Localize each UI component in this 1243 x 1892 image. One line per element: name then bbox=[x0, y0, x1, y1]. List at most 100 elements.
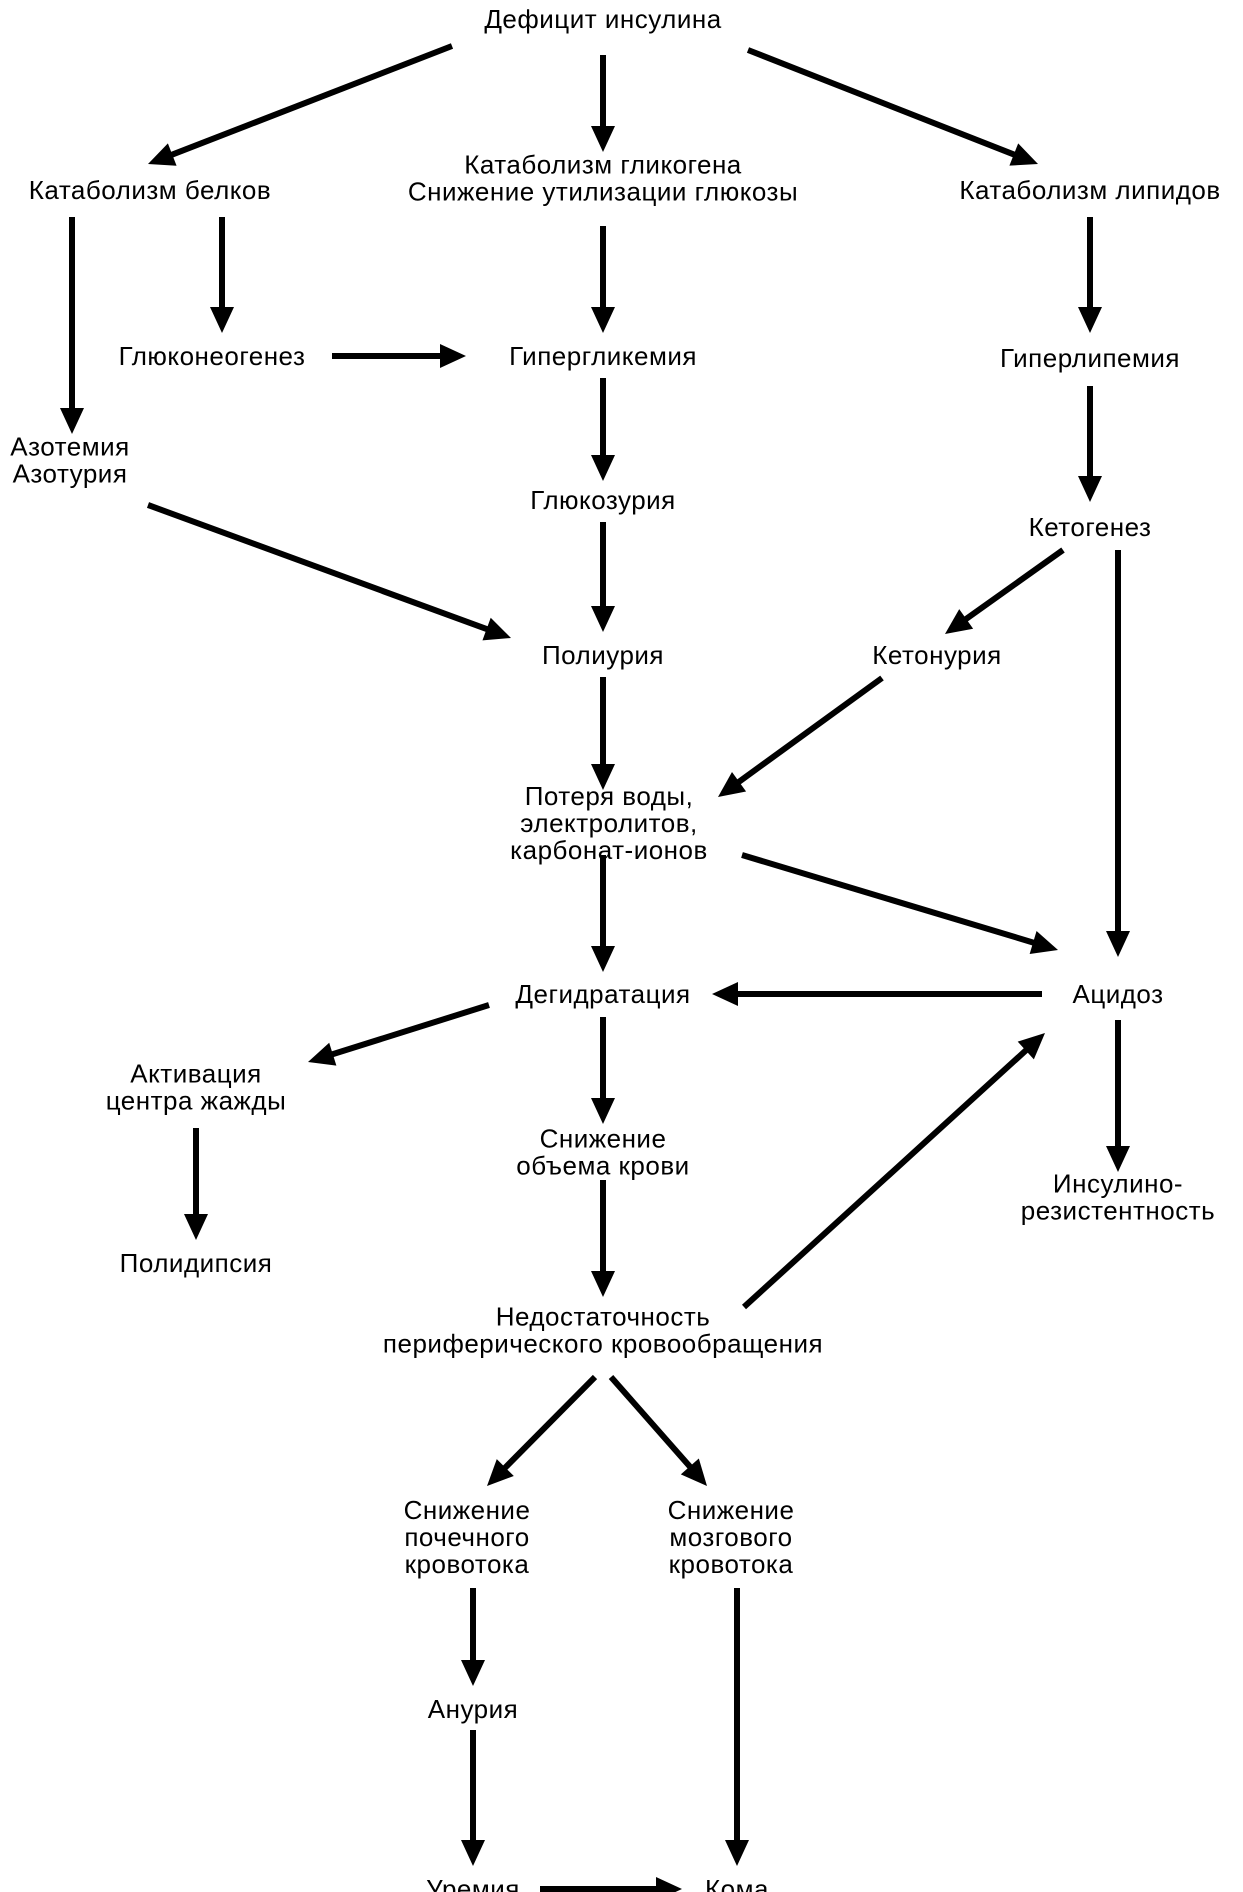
arrow-head-icon bbox=[461, 1840, 485, 1866]
arrow-head-icon bbox=[1078, 476, 1102, 502]
node-line: Кетонурия bbox=[872, 640, 1001, 670]
arrow-line bbox=[146, 502, 490, 633]
node-line: Дегидратация bbox=[515, 979, 690, 1009]
arrow-head-icon bbox=[1106, 931, 1130, 957]
node-anuria: Анурия bbox=[428, 1694, 518, 1724]
arrow-line bbox=[501, 1374, 598, 1472]
node-line: Кома bbox=[705, 1874, 769, 1892]
diagram-arrows bbox=[60, 43, 1130, 1892]
arrow-head-icon bbox=[945, 609, 974, 634]
arrow-head-icon bbox=[591, 606, 615, 632]
arrow-head-icon bbox=[591, 1271, 615, 1297]
node-line: карбонат-ионов bbox=[510, 835, 708, 865]
arrow-head-icon bbox=[148, 143, 177, 166]
node-line: электролитов, bbox=[520, 808, 698, 838]
arrow-line bbox=[608, 1375, 694, 1470]
node-coma: Кома bbox=[705, 1874, 769, 1892]
node-line: Полидипсия bbox=[120, 1248, 273, 1278]
node-hyperglycemia: Гипергликемия bbox=[509, 341, 697, 371]
node-line: Снижение bbox=[404, 1495, 531, 1525]
node-line: Дефицит инсулина bbox=[484, 4, 721, 34]
node-line: кровотока bbox=[669, 1549, 794, 1579]
arrow-head-icon bbox=[591, 307, 615, 333]
arrow-head-icon bbox=[591, 126, 615, 152]
node-ketonuria: Кетонурия bbox=[872, 640, 1001, 670]
arrow-line bbox=[741, 1046, 1030, 1310]
arrow-head-icon bbox=[1029, 931, 1058, 955]
node-line: почечного bbox=[404, 1522, 529, 1552]
arrow-head-icon bbox=[1009, 143, 1038, 166]
arrow-head-icon bbox=[591, 764, 615, 790]
node-dehydration: Дегидратация bbox=[515, 979, 690, 1009]
arrow-line bbox=[329, 1002, 490, 1058]
arrow-head-icon bbox=[1078, 307, 1102, 333]
arrow-line bbox=[962, 547, 1065, 623]
node-line: Глюкозурия bbox=[530, 485, 676, 515]
arrow-head-icon bbox=[591, 455, 615, 481]
node-line: Катаболизм липидов bbox=[959, 175, 1220, 205]
node-line: Глюконеогенез bbox=[119, 341, 306, 371]
node-line: объема крови bbox=[516, 1151, 689, 1181]
node-polydipsia: Полидипсия bbox=[120, 1248, 273, 1278]
node-line: Снижение утилизации глюкозы bbox=[408, 177, 798, 207]
node-line: мозгового bbox=[669, 1522, 792, 1552]
node-line: Анурия bbox=[428, 1694, 518, 1724]
node-water-loss: Потеря воды,электролитов,карбонат-ионов bbox=[510, 781, 708, 865]
arrow-line bbox=[735, 675, 884, 786]
node-line: Гипергликемия bbox=[509, 341, 697, 371]
arrow-head-icon bbox=[461, 1660, 485, 1686]
arrow-head-icon bbox=[712, 982, 738, 1006]
arrow-line bbox=[746, 47, 1017, 159]
node-polyuria: Полиурия bbox=[542, 640, 664, 670]
arrow-head-icon bbox=[718, 772, 747, 797]
node-line: Потеря воды, bbox=[525, 781, 694, 811]
node-line: Недостаточность bbox=[496, 1302, 711, 1332]
node-line: Катаболизм гликогена bbox=[464, 150, 742, 180]
node-line: Инсулино- bbox=[1053, 1169, 1183, 1199]
arrow-head-icon bbox=[482, 617, 511, 641]
node-line: центра жажды bbox=[106, 1086, 287, 1116]
node-line: Катаболизм белков bbox=[29, 175, 271, 205]
arrow-head-icon bbox=[656, 1877, 682, 1892]
node-line: Уремия bbox=[426, 1874, 520, 1892]
node-line: Азотурия bbox=[13, 459, 128, 489]
arrow-head-icon bbox=[487, 1459, 514, 1486]
arrow-head-icon bbox=[680, 1458, 707, 1486]
arrow-head-icon bbox=[60, 408, 84, 434]
arrow-head-icon bbox=[591, 946, 615, 972]
node-line: Азотемия bbox=[10, 432, 129, 462]
node-line: Активация bbox=[130, 1059, 261, 1089]
arrow-head-icon bbox=[210, 307, 234, 333]
node-line: Ацидоз bbox=[1072, 979, 1163, 1009]
arrow-head-icon bbox=[308, 1042, 337, 1066]
arrow-head-icon bbox=[440, 344, 466, 368]
node-line: периферического кровообращения bbox=[383, 1329, 823, 1359]
node-glucosuria: Глюкозурия bbox=[530, 485, 676, 515]
node-line: Гиперлипемия bbox=[1000, 343, 1180, 373]
arrow-line bbox=[169, 43, 454, 159]
node-line: Кетогенез bbox=[1029, 512, 1152, 542]
arrow-head-icon bbox=[725, 1840, 749, 1866]
node-line: Полиурия bbox=[542, 640, 664, 670]
node-hyperlipemia: Гиперлипемия bbox=[1000, 343, 1180, 373]
arrow-head-icon bbox=[591, 1098, 615, 1124]
arrow-head-icon bbox=[1106, 1146, 1130, 1172]
node-uremia: Уремия bbox=[426, 1874, 520, 1892]
node-gluconeogenesis: Глюконеогенез bbox=[119, 341, 306, 371]
node-line: Снижение bbox=[668, 1495, 795, 1525]
node-insulin-deficit: Дефицит инсулина bbox=[484, 4, 721, 34]
node-acidosis: Ацидоз bbox=[1072, 979, 1163, 1009]
node-protein-catabolism: Катаболизм белков bbox=[29, 175, 271, 205]
arrow-line bbox=[741, 852, 1036, 946]
arrow-head-icon bbox=[1017, 1033, 1045, 1060]
node-line: кровотока bbox=[405, 1549, 530, 1579]
node-line: Снижение bbox=[540, 1124, 667, 1154]
